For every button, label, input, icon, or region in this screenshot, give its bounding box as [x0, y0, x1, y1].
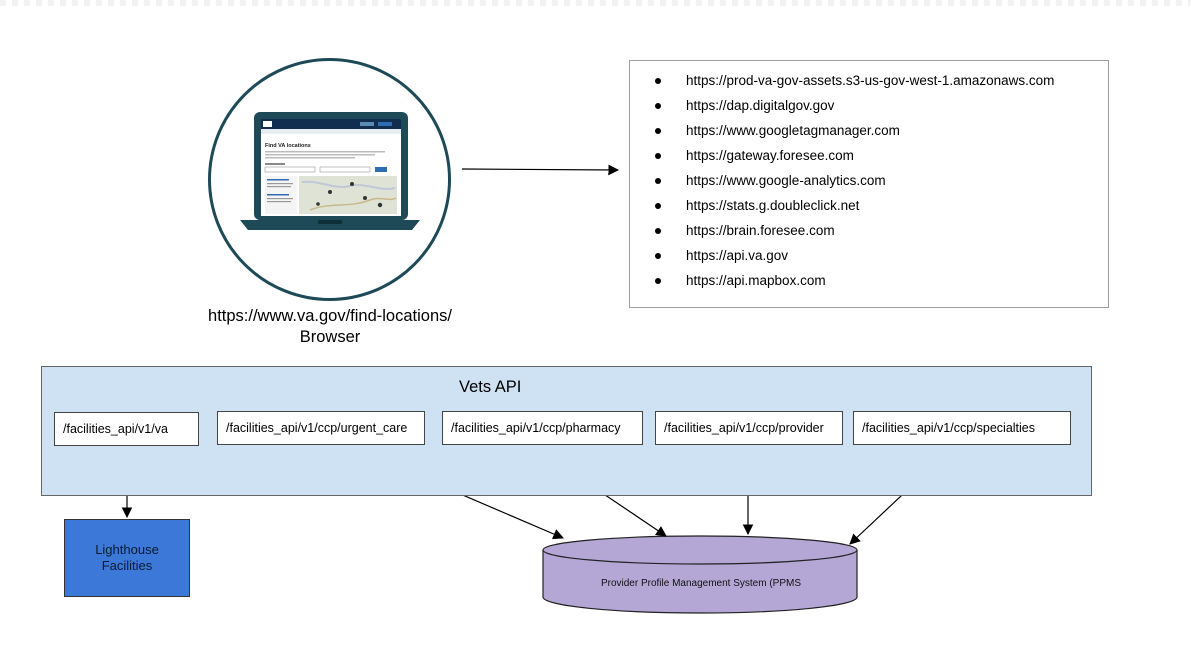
laptop-icon: Find VA locations [240, 112, 420, 230]
ppms-label: Provider Profile Management System (PPMS [600, 578, 802, 589]
endpoint-pharmacy: /facilities_api/v1/ccp/pharmacy [442, 411, 643, 445]
browser-url-label: https://www.va.gov/find-locations/ [208, 307, 452, 325]
ppms-database-cylinder [542, 535, 858, 614]
external-url-item: https://gateway.foresee.com [630, 146, 1108, 171]
external-url-item: https://stats.g.doubleclick.net [630, 196, 1108, 221]
lighthouse-facilities-box: Lighthouse Facilities [64, 519, 190, 597]
external-url-item: https://api.va.gov [630, 246, 1108, 271]
external-url-item: https://prod-va-gov-assets.s3-us-gov-wes… [630, 71, 1108, 96]
endpoint-specialties: /facilities_api/v1/ccp/specialties [853, 411, 1071, 445]
browser-caption: https://www.va.gov/find-locations/ Brows… [160, 306, 500, 348]
external-url-item: https://brain.foresee.com [630, 221, 1108, 246]
external-url-item: https://api.mapbox.com [630, 271, 1108, 296]
external-urls-panel: https://prod-va-gov-assets.s3-us-gov-wes… [629, 60, 1109, 308]
endpoint-provider: /facilities_api/v1/ccp/provider [655, 411, 843, 445]
external-url-item: https://www.googletagmanager.com [630, 121, 1108, 146]
endpoint-urgent-care: /facilities_api/v1/ccp/urgent_care [217, 411, 425, 445]
vets-api-title: Vets API [459, 378, 522, 396]
top-edge-strip [0, 0, 1191, 6]
external-urls-list: https://prod-va-gov-assets.s3-us-gov-wes… [630, 71, 1108, 296]
browser-label: Browser [299, 328, 361, 346]
lighthouse-facilities-label: Lighthouse Facilities [95, 542, 159, 573]
laptop-screen-heading: Find VA locations [265, 143, 311, 149]
arrow-browser-to-urls [461, 164, 620, 176]
external-url-item: https://www.google-analytics.com [630, 171, 1108, 196]
external-url-item: https://dap.digitalgov.gov [630, 96, 1108, 121]
endpoint-va: /facilities_api/v1/va [54, 412, 199, 446]
